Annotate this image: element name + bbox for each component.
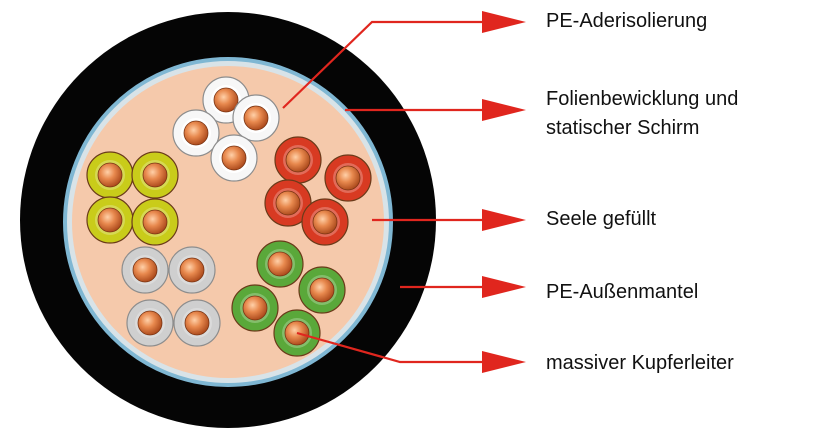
copper-conductor (213, 87, 239, 113)
callout-insulation (282, 11, 526, 109)
copper-conductor (243, 105, 269, 131)
callouts (282, 11, 526, 373)
green-core (231, 284, 279, 332)
grey-core (168, 246, 216, 294)
arrowhead (482, 276, 526, 298)
copper-conductor (142, 162, 168, 188)
copper-conductor (285, 147, 311, 173)
arrowhead (482, 99, 526, 121)
arrowhead (482, 11, 526, 33)
grey-core (173, 299, 221, 347)
label-insulation: PE-Aderisolierung (546, 10, 708, 32)
copper-conductor (183, 120, 209, 146)
callout-foil-shield (345, 99, 526, 121)
green-core (298, 266, 346, 314)
yellow-core (131, 198, 179, 246)
white-core (232, 94, 280, 142)
yellow-core (86, 151, 134, 199)
white-core (210, 134, 258, 182)
copper-conductor (132, 257, 158, 283)
grey-core (126, 299, 174, 347)
callout-outer-jacket (400, 276, 526, 298)
red-core (324, 154, 372, 202)
copper-conductor (267, 251, 293, 277)
label-conductor: massiver Kupferleiter (546, 352, 734, 374)
grey-core (121, 246, 169, 294)
red-core (274, 136, 322, 184)
copper-conductor (221, 145, 247, 171)
label-foil-shield-line2: statischer Schirm (546, 117, 700, 139)
red-core (301, 198, 349, 246)
copper-conductor (97, 207, 123, 233)
green-core (256, 240, 304, 288)
callout-filled-core (372, 209, 526, 231)
copper-conductor (242, 295, 268, 321)
label-foil-shield-line1: Folienbewicklung und (546, 88, 739, 110)
label-outer-jacket: PE-Außenmantel (546, 281, 699, 303)
arrowhead (482, 209, 526, 231)
cores (86, 76, 372, 357)
callout-conductor (296, 331, 526, 373)
label-filled-core: Seele gefüllt (546, 208, 657, 230)
copper-conductor (184, 310, 210, 336)
yellow-core (86, 196, 134, 244)
white-core (172, 109, 220, 157)
copper-conductor (309, 277, 335, 303)
copper-conductor (335, 165, 361, 191)
red-core (264, 179, 312, 227)
copper-conductor (142, 209, 168, 235)
arrowhead (482, 351, 526, 373)
copper-conductor (179, 257, 205, 283)
copper-conductor (137, 310, 163, 336)
copper-conductor (97, 162, 123, 188)
yellow-core (131, 151, 179, 199)
copper-conductor (312, 209, 338, 235)
copper-conductor (275, 190, 301, 216)
